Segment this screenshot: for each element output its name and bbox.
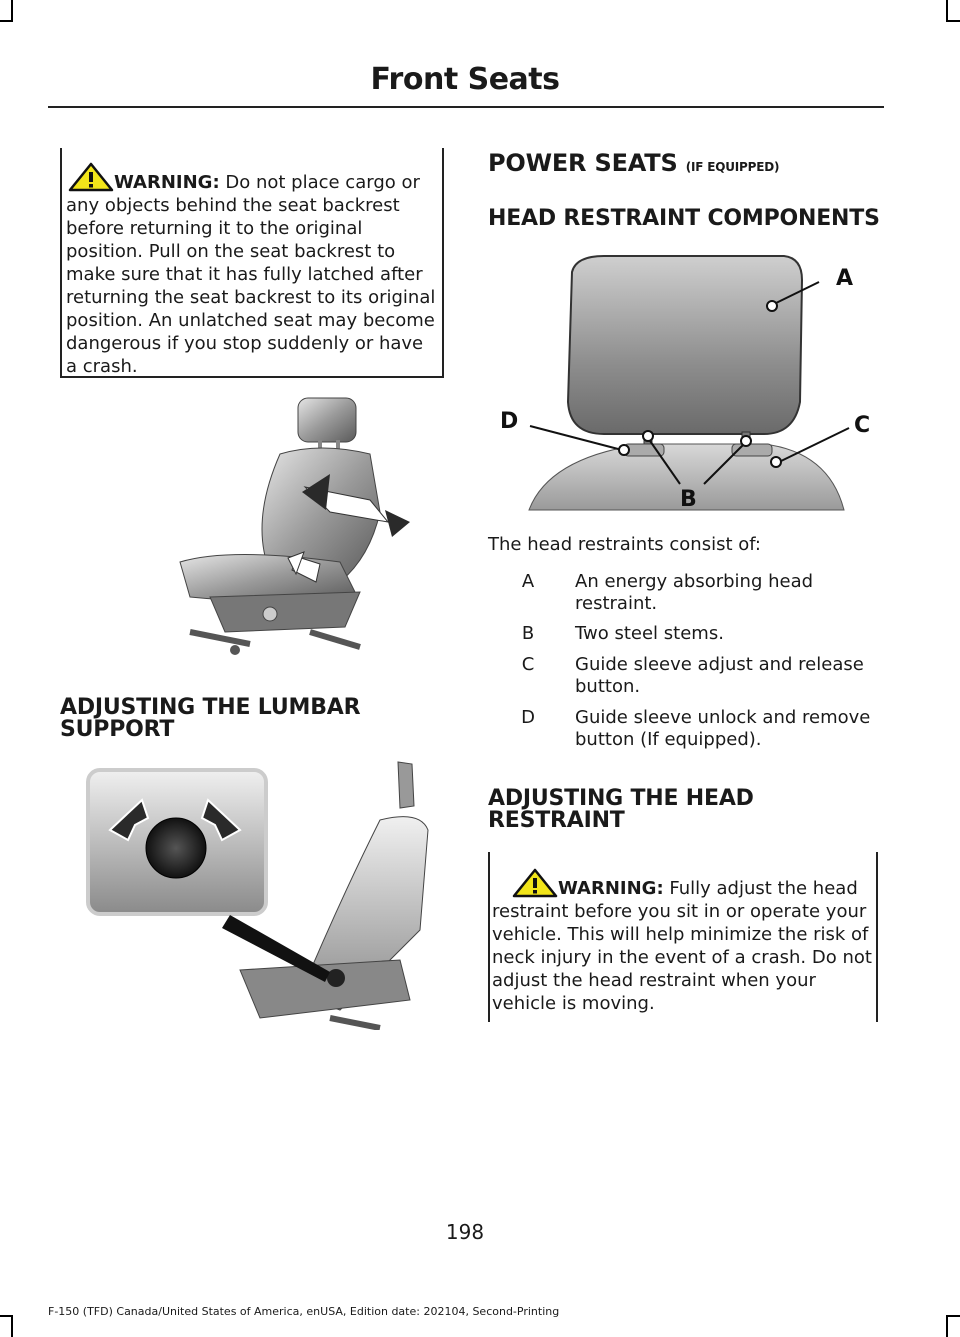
crop-mark bbox=[946, 1315, 948, 1337]
warning-box-seat-backrest: WARNING: Do not place cargo or any objec… bbox=[60, 148, 444, 378]
warning-triangle-icon bbox=[512, 868, 558, 898]
legend-row: A An energy absorbing head restraint. bbox=[488, 571, 888, 615]
page-number: 198 bbox=[445, 1220, 485, 1244]
crop-mark bbox=[11, 1315, 13, 1337]
components-intro: The head restraints consist of: bbox=[488, 534, 761, 555]
crop-mark bbox=[11, 0, 13, 22]
warning-text: Do not place cargo or any objects behind… bbox=[66, 172, 436, 377]
crop-mark bbox=[946, 20, 960, 22]
footer-edition-info: F-150 (TFD) Canada/United States of Amer… bbox=[48, 1305, 560, 1318]
adjusting-head-restraint-heading: ADJUSTING THE HEAD RESTRAINT bbox=[488, 786, 754, 833]
legend-row: B Two steel stems. bbox=[488, 623, 888, 645]
warning-box-head-restraint: WARNING: Fully adjust the head restraint… bbox=[488, 852, 878, 1022]
warning-text: Fully adjust the head restraint before y… bbox=[492, 878, 872, 1014]
legend-letter: B bbox=[521, 623, 535, 644]
legend-description: Guide sleeve adjust and release button. bbox=[575, 654, 864, 697]
warning-triangle-icon bbox=[68, 162, 114, 192]
crop-mark bbox=[946, 0, 948, 22]
seat-backrest-recline-illustration bbox=[179, 397, 410, 655]
legend-letter: D bbox=[521, 707, 535, 728]
callout-label-b: B bbox=[680, 487, 697, 512]
legend-row: D Guide sleeve unlock and remove button … bbox=[488, 707, 888, 751]
callout-label-a: A bbox=[836, 266, 853, 291]
legend-letter: C bbox=[521, 654, 535, 675]
warning-label: WARNING: bbox=[114, 172, 220, 193]
header-divider bbox=[48, 106, 884, 108]
if-equipped-note: (IF EQUIPPED) bbox=[685, 160, 780, 174]
crop-mark bbox=[0, 1315, 13, 1317]
lumbar-knob-illustration bbox=[86, 761, 429, 1030]
legend-description: An energy absorbing head restraint. bbox=[575, 571, 814, 614]
lumbar-support-heading: ADJUSTING THE LUMBAR SUPPORT bbox=[60, 695, 361, 742]
legend-row: C Guide sleeve adjust and release button… bbox=[488, 654, 888, 698]
head-restraint-components-heading: HEAD RESTRAINT COMPONENTS bbox=[488, 206, 880, 231]
crop-mark bbox=[946, 1315, 960, 1317]
legend-letter: A bbox=[521, 571, 535, 592]
legend-description: Guide sleeve unlock and remove button (I… bbox=[575, 707, 871, 750]
warning-label: WARNING: bbox=[558, 878, 664, 899]
callout-label-d: D bbox=[500, 409, 518, 434]
head-restraint-illustration: A C D B bbox=[500, 255, 870, 512]
page-title: Front Seats bbox=[370, 62, 560, 97]
callout-label-c: C bbox=[854, 413, 870, 438]
power-seats-heading: POWER SEATS (IF EQUIPPED) bbox=[488, 149, 780, 177]
crop-mark bbox=[0, 20, 13, 22]
legend-description: Two steel stems. bbox=[575, 623, 724, 644]
